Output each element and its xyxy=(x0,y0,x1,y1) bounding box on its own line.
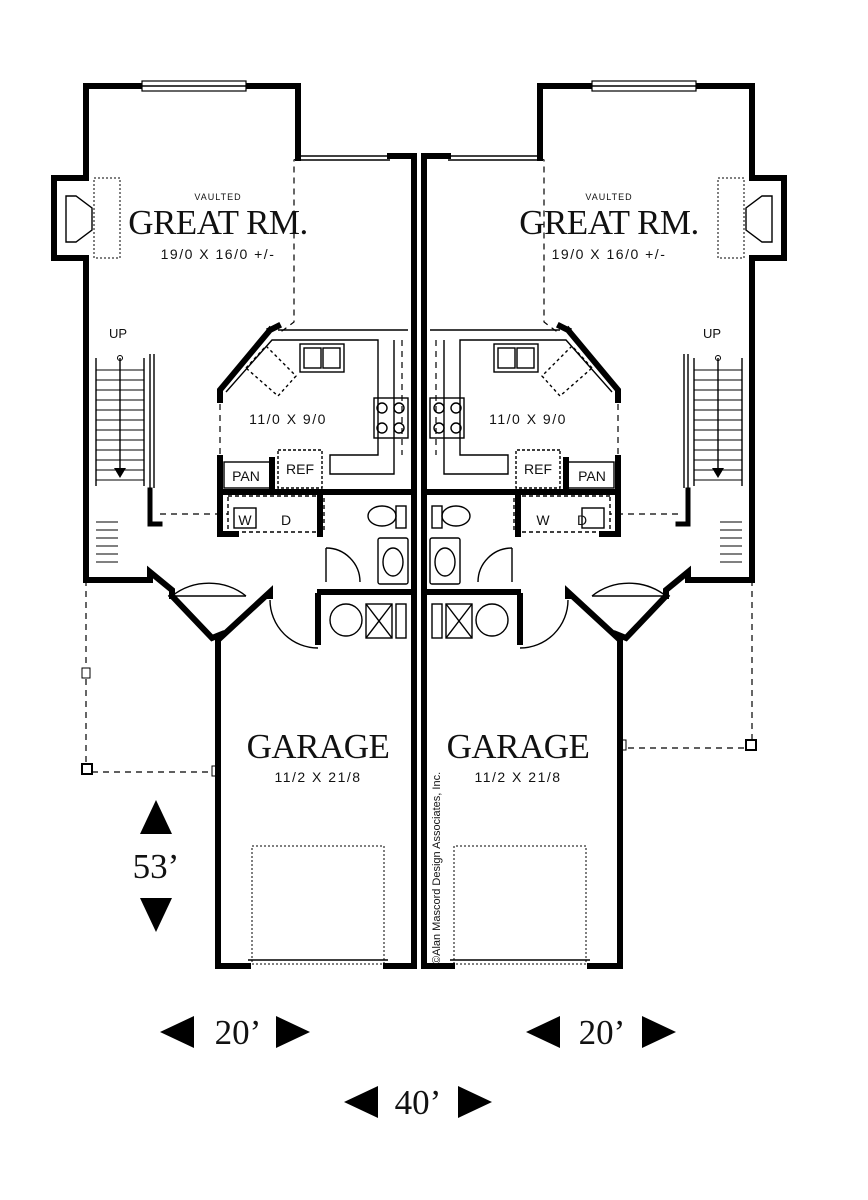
arrow-left-icon xyxy=(160,1016,194,1048)
pantry-label: PAN xyxy=(232,468,260,484)
dryer-label: D xyxy=(281,512,291,528)
total-width-label: 40’ xyxy=(395,1083,442,1122)
unit-left xyxy=(51,80,417,969)
total-width-dimension: 40’ xyxy=(344,1083,492,1122)
stair-label: UP xyxy=(703,326,721,341)
great-room-note: VAULTED xyxy=(585,192,632,202)
depth-label: 53’ xyxy=(133,847,180,886)
arrow-right-icon xyxy=(458,1086,492,1118)
great-room-name: GREAT RM. xyxy=(519,203,699,242)
arrow-left-icon xyxy=(344,1086,378,1118)
great-room-dims: 19/0 X 16/0 +/- xyxy=(552,246,667,262)
exterior-wall xyxy=(83,83,301,599)
great-room-note: VAULTED xyxy=(194,192,241,202)
garage-name: GARAGE xyxy=(247,727,390,766)
fridge-label: REF xyxy=(524,461,552,477)
washer-label: W xyxy=(536,512,550,528)
kitchen-dims: 11/0 X 9/0 xyxy=(489,411,567,427)
garage-dims: 11/2 X 21/8 xyxy=(474,769,561,785)
depth-dimension: 53’ xyxy=(133,800,180,932)
arrow-right-icon xyxy=(642,1016,676,1048)
kitchen-dims: 11/0 X 9/0 xyxy=(249,411,327,427)
garage-dims: 11/2 X 21/8 xyxy=(274,769,361,785)
pantry-label: PAN xyxy=(578,468,606,484)
stairs-left xyxy=(95,354,163,563)
unit-width-left-dimension: 20’ xyxy=(160,1013,310,1052)
arrow-up-icon xyxy=(140,800,172,834)
dryer-label: D xyxy=(577,512,587,528)
unit-right xyxy=(421,80,787,969)
unit-width-right-dimension: 20’ xyxy=(526,1013,676,1052)
garage-name: GARAGE xyxy=(447,727,590,766)
arrow-down-icon xyxy=(140,898,172,932)
fireplace xyxy=(51,175,89,261)
copyright-text: ©Alan Mascord Design Associates, Inc. xyxy=(431,772,443,964)
great-room-name: GREAT RM. xyxy=(128,203,308,242)
washer-label: W xyxy=(238,512,252,528)
fridge-label: REF xyxy=(286,461,314,477)
great-room-dims: 19/0 X 16/0 +/- xyxy=(161,246,276,262)
arrow-left-icon xyxy=(526,1016,560,1048)
stair-label: UP xyxy=(109,326,127,341)
unit-width-right-label: 20’ xyxy=(579,1013,626,1052)
arrow-right-icon xyxy=(276,1016,310,1048)
unit-width-left-label: 20’ xyxy=(215,1013,262,1052)
